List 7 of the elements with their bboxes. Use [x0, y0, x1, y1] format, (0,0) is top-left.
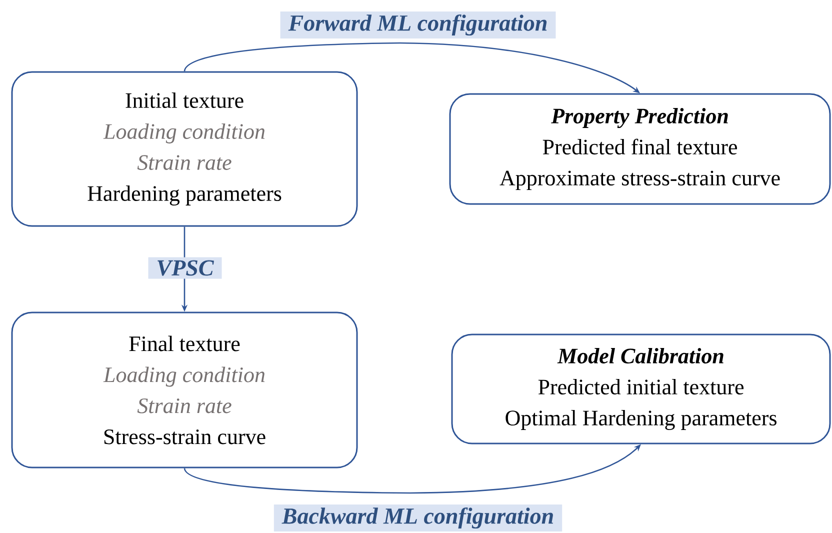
- text-box: Model Calibration Predicted initial texture Optimal Hardening parameters: [451, 334, 831, 444]
- text-box: Property Prediction Predicted final texture Approximate stress-strain curve: [449, 93, 831, 205]
- text-box: Final texture Loading condition Strain rate Stress-strain curve: [11, 312, 358, 468]
- edge-label: Forward ML configuration: [280, 11, 556, 39]
- edge-label: VPSC: [148, 257, 222, 279]
- text-box: Initial texture Loading condition Strain rate Hardening parameters: [11, 71, 358, 227]
- edge-label: Backward ML configuration: [274, 504, 562, 532]
